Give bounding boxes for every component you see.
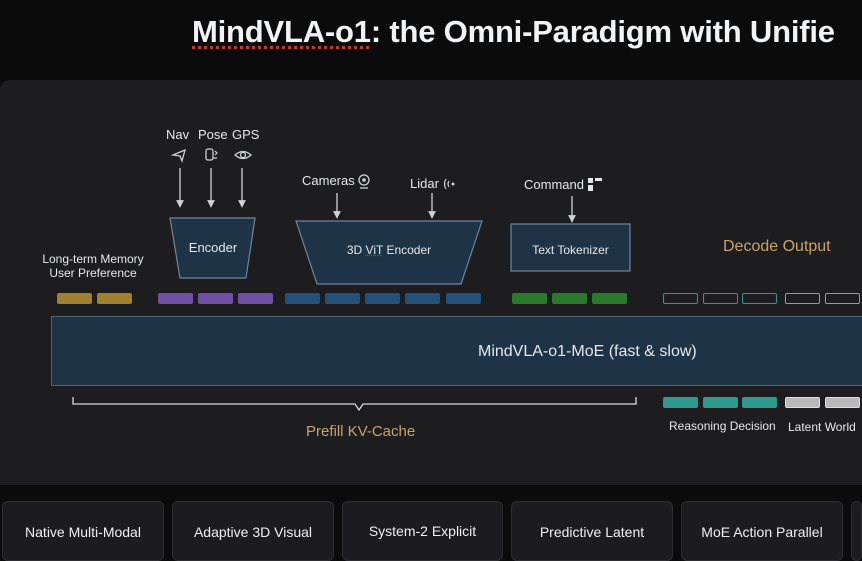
vision-token	[446, 293, 481, 304]
vision-token	[285, 293, 320, 304]
vision-token	[405, 293, 440, 304]
text-tokenizer-label: Text Tokenizer	[511, 243, 630, 257]
command-icon	[586, 175, 604, 193]
world-token	[785, 397, 820, 408]
decode-reasoning-slot	[703, 293, 738, 304]
pose-token	[198, 293, 233, 304]
moe-model-label: MindVLA-o1-MoE (fast & slow)	[478, 343, 697, 361]
decode-world-slot	[785, 293, 820, 304]
vit-prefix: 3D	[347, 243, 366, 257]
feature-card: System-2 Explicit	[342, 501, 503, 561]
pose-token	[158, 293, 193, 304]
camera-icon	[355, 172, 373, 190]
vision-token	[325, 293, 360, 304]
encoder-label: Encoder	[178, 240, 248, 255]
prefill-brace	[73, 397, 636, 410]
memory-line-1: Long-term Memory	[26, 252, 160, 266]
input-label-cameras: Cameras	[302, 173, 355, 188]
feature-card: Adaptive 3D Visual	[172, 501, 334, 561]
memory-token	[57, 293, 92, 304]
pose-token	[238, 293, 273, 304]
text-token	[512, 293, 547, 304]
latent-world-label: Latent World	[788, 420, 856, 434]
input-label-command: Command	[524, 177, 584, 192]
vit-encoder-label: 3D ViT Encoder	[317, 243, 461, 257]
prefill-label: Prefill KV-Cache	[306, 423, 415, 440]
world-token	[825, 397, 860, 408]
reasoning-token	[663, 397, 698, 408]
vit-brand: ViT	[366, 243, 384, 257]
memory-token	[97, 293, 132, 304]
vision-token	[365, 293, 400, 304]
reasoning-token	[703, 397, 738, 408]
decode-world-slot	[825, 293, 860, 304]
feature-card: MoE Action Parallel	[681, 501, 843, 561]
memory-line-2: User Preference	[26, 266, 160, 280]
text-token	[592, 293, 627, 304]
vit-suffix: Encoder	[383, 243, 431, 257]
decode-output-label: Decode Output	[723, 238, 831, 256]
reasoning-decision-label: Reasoning Decision	[669, 419, 776, 433]
moe-model-box	[51, 316, 862, 386]
feature-card: Native Multi-Modal	[2, 501, 164, 561]
lidar-icon	[441, 175, 459, 193]
decode-reasoning-slot	[663, 293, 698, 304]
feature-card: Predictive Latent	[511, 501, 673, 561]
memory-label: Long-term Memory User Preference	[26, 252, 160, 280]
decode-reasoning-slot	[742, 293, 777, 304]
feature-card-edge	[851, 501, 862, 561]
text-token	[552, 293, 587, 304]
input-label-lidar: Lidar	[410, 176, 439, 191]
reasoning-token	[742, 397, 777, 408]
